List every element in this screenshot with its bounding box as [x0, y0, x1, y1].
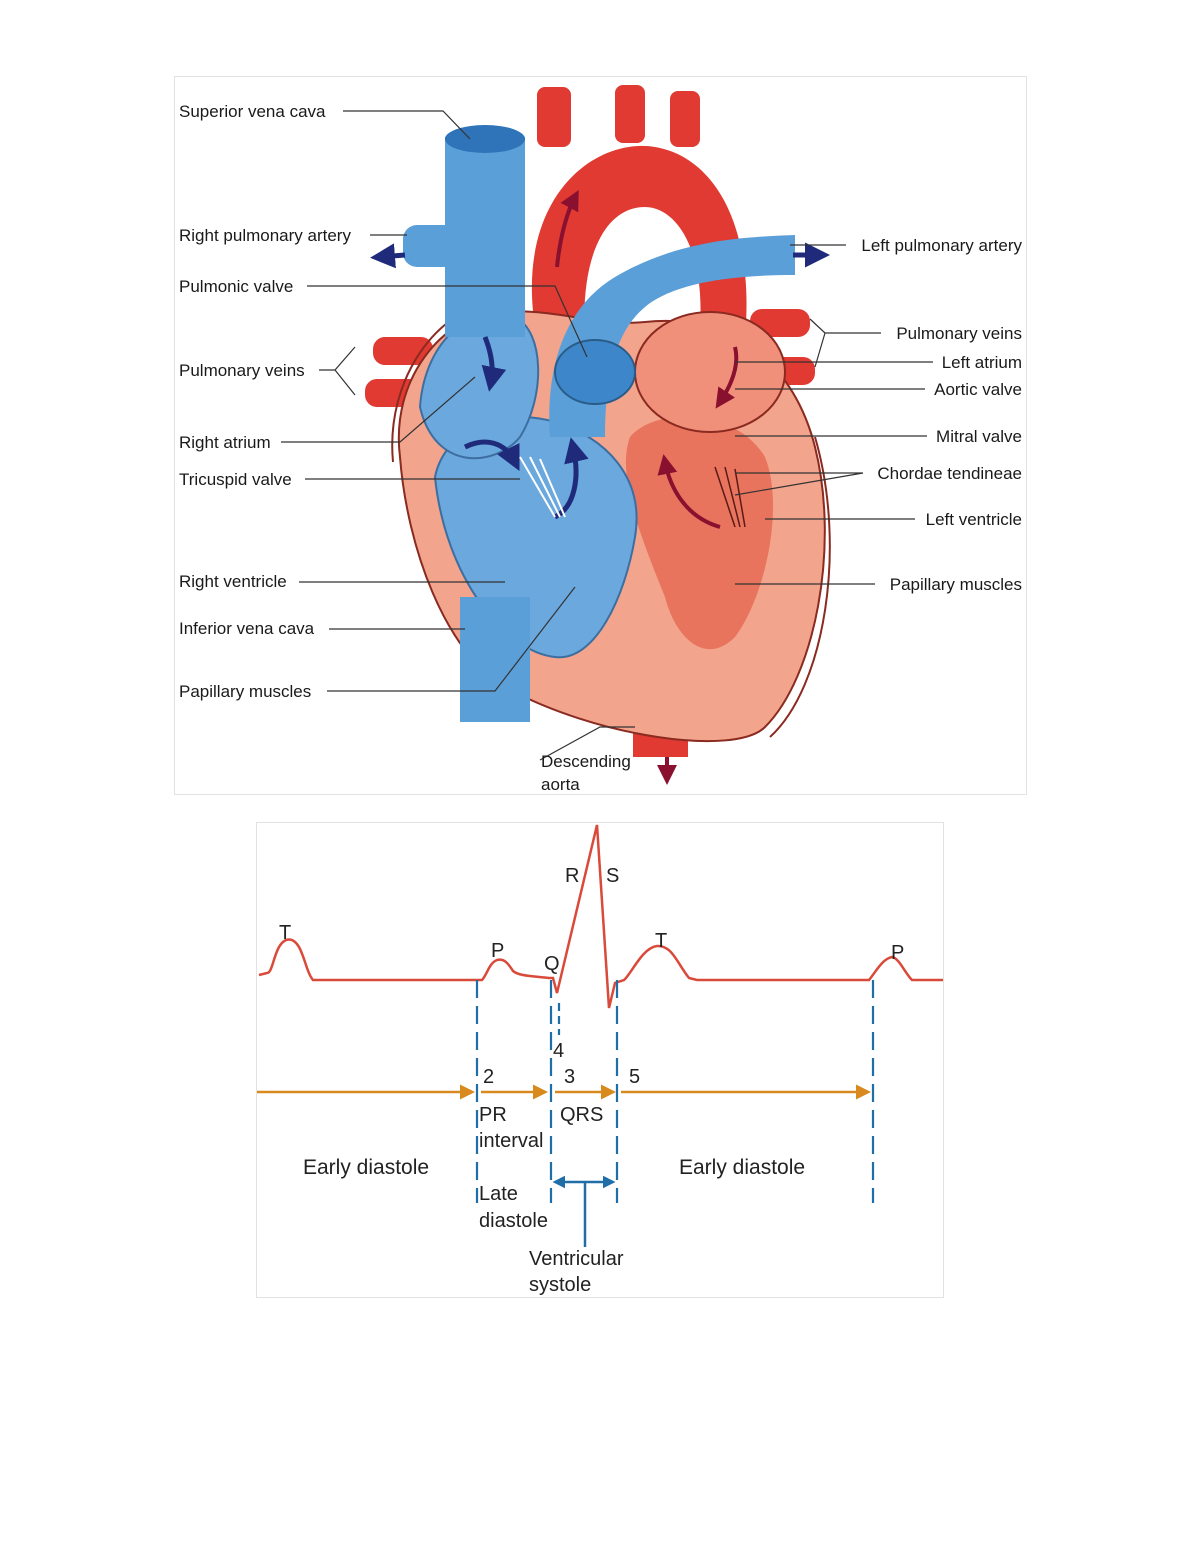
label-pulmonic-valve: Pulmonic valve [179, 277, 293, 296]
ecg-cycle-svg: T P Q R S T P 2 3 4 5 PR interval QRS Ea… [257, 824, 943, 1296]
label-left-ventricle: Left ventricle [926, 510, 1022, 529]
label-chordae-tendineae: Chordae tendineae [877, 464, 1022, 483]
chordae-right-fan [519, 456, 566, 518]
leader-lines [281, 110, 933, 761]
pulmonary-trunk [549, 235, 795, 437]
label-right-ventricle: Right ventricle [179, 572, 287, 591]
label-early-diastole-1: Early diastole [303, 1156, 429, 1179]
label-inferior-vena-cava: Inferior vena cava [179, 619, 315, 638]
label-papillary-muscles-right: Papillary muscles [890, 575, 1022, 594]
heart-anatomy-svg: Superior vena cava Right pulmonary arter… [179, 85, 1022, 794]
label-mitral-valve: Mitral valve [936, 427, 1022, 446]
label-early-diastole-2: Early diastole [679, 1156, 805, 1179]
label-left-pulmonary-artery: Left pulmonary artery [861, 236, 1022, 255]
inferior-vena-cava-vessel [460, 597, 530, 722]
left-atrium-chamber [634, 311, 786, 433]
ecg-cardiac-cycle-figure: T P Q R S T P 2 3 4 5 PR interval QRS Ea… [256, 822, 944, 1298]
flow-arrow-tricuspid [463, 439, 520, 471]
pulmonic-valve-shape [554, 339, 636, 405]
pulmonary-vein-left-1 [373, 337, 433, 365]
label-pulmonary-veins-left: Pulmonary veins [179, 361, 305, 380]
phase-dividers [475, 980, 875, 1203]
heart-anatomy-figure: Superior vena cava Right pulmonary arter… [174, 76, 1027, 795]
phase-number-3: 3 [564, 1066, 575, 1088]
label-tricuspid-valve: Tricuspid valve [179, 470, 292, 489]
aortic-branch-3 [670, 91, 700, 147]
wave-label-t1: T [279, 922, 291, 944]
phase-number-5: 5 [629, 1066, 640, 1088]
label-pr-line1: PR [479, 1104, 507, 1126]
label-aortic-valve: Aortic valve [934, 380, 1022, 399]
label-pulmonary-veins-right: Pulmonary veins [896, 324, 1022, 343]
label-pr-line2: interval [479, 1130, 543, 1152]
phase-number-4: 4 [553, 1040, 564, 1062]
right-pulmonary-artery-vessel [403, 225, 483, 267]
label-papillary-muscles-left: Papillary muscles [179, 682, 311, 701]
flow-arrow-left-ventricle [657, 454, 721, 529]
label-ventricular-systole-line1: Ventricular [529, 1248, 624, 1270]
aortic-arch [531, 145, 747, 437]
flow-arrow-left-atrium [715, 346, 739, 409]
flow-arrow-right-ventricle [553, 437, 589, 520]
label-late-diastole-line1: Late [479, 1183, 518, 1205]
aortic-branch-1 [537, 87, 571, 147]
label-left-atrium: Left atrium [942, 353, 1022, 372]
wave-label-t2: T [655, 930, 667, 952]
aortic-branch-2 [615, 85, 645, 143]
label-late-diastole-line2: diastole [479, 1210, 548, 1232]
label-right-pulmonary-artery: Right pulmonary artery [179, 226, 351, 245]
flow-arrow-right-atrium [481, 336, 507, 392]
phase-number-2: 2 [483, 1066, 494, 1088]
wave-label-p1: P [491, 940, 504, 962]
superior-vena-cava-opening [445, 125, 525, 153]
label-descending-aorta-line2: aorta [541, 775, 580, 794]
label-right-atrium: Right atrium [179, 433, 271, 452]
flow-arrow-right-pulmonary [370, 243, 406, 269]
wave-label-p2: P [891, 942, 904, 964]
ecg-trace [258, 824, 943, 1009]
label-qrs: QRS [560, 1104, 603, 1126]
flow-arrow-aorta [555, 189, 579, 268]
wave-label-r: R [565, 865, 579, 887]
label-superior-vena-cava: Superior vena cava [179, 102, 326, 121]
chordae-left-fan [714, 466, 746, 528]
wave-label-q: Q [544, 953, 560, 975]
label-descending-aorta-line1: Descending [541, 752, 631, 771]
label-ventricular-systole-line2: systole [529, 1274, 591, 1296]
wave-label-s: S [606, 865, 619, 887]
